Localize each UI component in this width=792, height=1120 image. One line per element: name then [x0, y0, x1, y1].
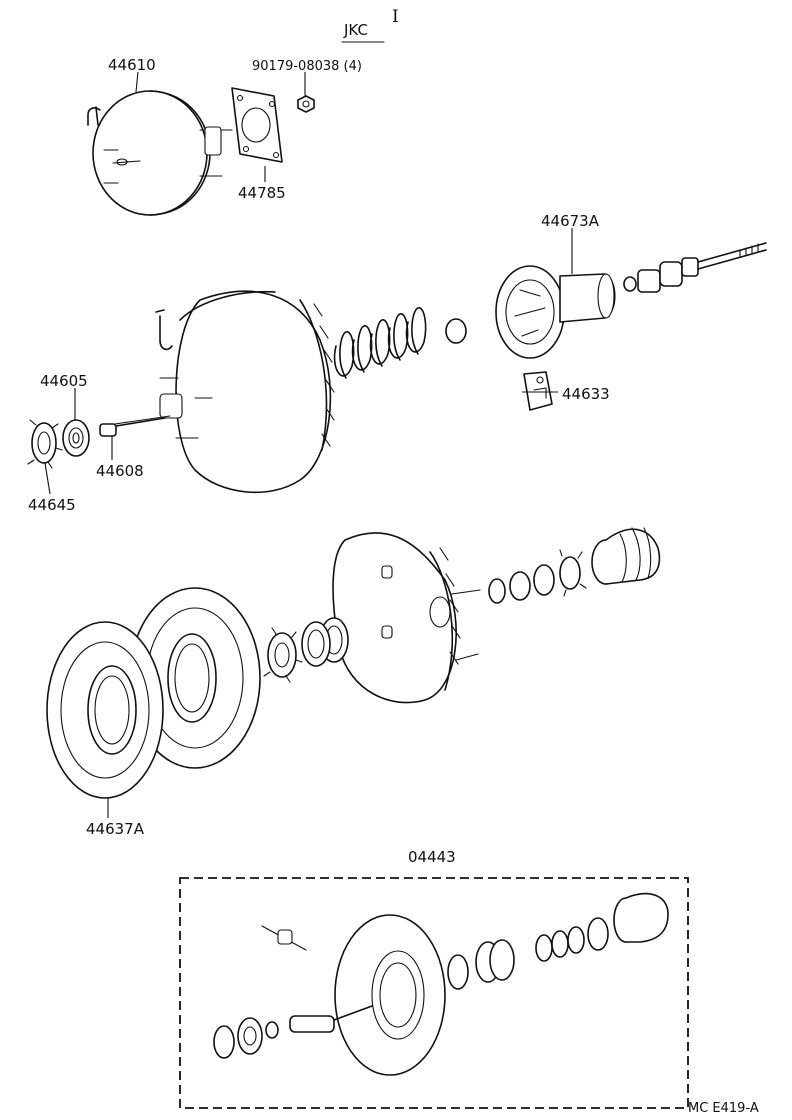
- lock-washer-44645: [27, 419, 63, 469]
- key-44633: [523, 371, 553, 411]
- return-spring: [333, 307, 427, 379]
- label-44633: 44633: [562, 385, 610, 403]
- group-code: JKC: [343, 21, 368, 39]
- dust-boot: [591, 527, 661, 585]
- leader-lines: [44, 71, 573, 818]
- booster-shell: [114, 290, 335, 494]
- label-44785: 44785: [238, 184, 286, 202]
- label-44608: 44608: [96, 462, 144, 480]
- seal-ring: [301, 617, 349, 667]
- label-44605: 44605: [40, 372, 88, 390]
- nut-90179: [297, 95, 315, 113]
- push-rod-44608: [99, 417, 166, 437]
- kit-parts: [213, 892, 669, 1076]
- booster-assembly-small: [87, 90, 233, 216]
- gasket-44785: [231, 87, 283, 163]
- label-04443: 04443: [408, 848, 456, 866]
- label-90179: 90179-08038 (4): [252, 59, 362, 74]
- rear-shell: [332, 532, 481, 704]
- valve-parts: [488, 549, 587, 604]
- diaphragm-44637A-front: [46, 621, 164, 799]
- diaphragm-plate-44673A: [495, 265, 616, 359]
- label-44673A: 44673A: [541, 212, 600, 230]
- reaction-disc: [445, 318, 467, 344]
- seal-44605: [62, 419, 90, 457]
- label-44645: 44645: [28, 496, 76, 514]
- label-44610: 44610: [108, 56, 156, 74]
- label-44637A: 44637A: [86, 820, 145, 838]
- valve-rod: [623, 242, 767, 293]
- figure-code: MC E419-A: [688, 1101, 759, 1116]
- index-mark: I: [392, 7, 399, 27]
- lock-washer-mid: [263, 627, 303, 683]
- kit-04443-frame: [179, 877, 689, 1109]
